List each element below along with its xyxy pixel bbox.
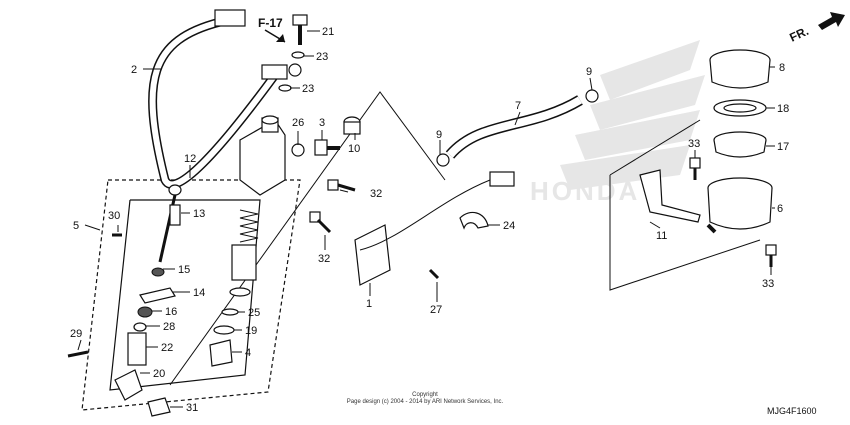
master-cylinder-body	[239, 115, 286, 196]
callout-19: 19	[245, 325, 257, 337]
o-ring-part-26	[291, 143, 305, 157]
joint-part-14	[139, 287, 176, 304]
callout-4: 4	[245, 347, 251, 359]
copyright-line-1: Copyright	[412, 392, 438, 398]
nut-part-15	[151, 267, 165, 277]
callout-12: 12	[184, 153, 196, 165]
callout-27: 27	[430, 304, 442, 316]
callout-29: 29	[70, 328, 82, 340]
front-direction-arrow: FR.	[787, 12, 845, 45]
callout-30: 30	[108, 210, 120, 222]
nut-part-16	[137, 306, 153, 318]
direction-label: FR.	[787, 24, 810, 45]
callout-18: 18	[777, 103, 789, 115]
callout-11: 11	[656, 230, 667, 242]
callout-21: 21	[322, 26, 334, 38]
callout-1: 1	[366, 298, 372, 310]
part-number-labels: 2 21 23 23 26 3 10 12 13 15 14 16 28 22 …	[70, 26, 789, 414]
watermark-text: HONDA	[530, 176, 640, 206]
callout-20: 20	[153, 368, 165, 380]
part-31	[147, 397, 171, 417]
brake-hose-part-2	[148, 9, 302, 189]
sleeve-part-22	[127, 332, 147, 366]
callout-13: 13	[193, 208, 205, 220]
joint-part-20	[114, 369, 143, 401]
washer-part-23b	[278, 84, 292, 92]
callout-32b: 32	[318, 253, 330, 265]
callout-5: 5	[73, 220, 79, 232]
circlip-part-19	[213, 325, 235, 335]
part-28	[133, 322, 147, 332]
callout-26: 26	[292, 117, 304, 129]
callout-17: 17	[777, 141, 789, 153]
reservoir-part-6	[706, 177, 773, 234]
callout-23a: 23	[316, 51, 328, 63]
washer-part-23a	[291, 51, 305, 59]
bolt-part-3	[314, 139, 340, 156]
callout-24: 24	[503, 220, 515, 232]
switch-wire	[359, 179, 491, 251]
honda-wing-watermark: HONDA	[530, 40, 705, 206]
bolt-part-21	[292, 14, 308, 45]
pin-part-29	[67, 350, 89, 358]
push-rod-part-13	[158, 184, 182, 263]
callout-15: 15	[178, 264, 190, 276]
screw-part-27	[428, 268, 440, 280]
bracket-part-11	[639, 169, 701, 223]
boot-part-4	[209, 339, 233, 367]
callout-32a: 32	[370, 188, 382, 200]
connector	[489, 171, 515, 187]
callout-7: 7	[515, 100, 521, 112]
callout-10: 10	[348, 143, 360, 155]
plate-part-18	[713, 99, 767, 117]
callout-14: 14	[193, 287, 205, 299]
ref-arrow	[264, 29, 286, 43]
callout-8: 8	[779, 62, 785, 74]
cap-part-10	[343, 116, 361, 135]
bolt-part-32a	[327, 179, 356, 192]
clip-part-9b	[585, 89, 599, 103]
callout-23b: 23	[302, 83, 314, 95]
callout-28: 28	[163, 321, 175, 333]
washer-part-25	[221, 308, 239, 316]
spring-piston-set	[229, 209, 259, 297]
diaphragm-part-17	[713, 131, 767, 158]
callout-2: 2	[131, 64, 137, 76]
callout-22: 22	[161, 342, 173, 354]
bolt-part-33b	[765, 244, 777, 267]
clamp-part-24	[459, 211, 489, 230]
callout-33b: 33	[762, 278, 774, 290]
assembly-frame	[81, 91, 761, 411]
cap-part-8	[709, 49, 771, 89]
callout-6: 6	[777, 203, 783, 215]
switch-part-1	[354, 224, 391, 286]
callout-16: 16	[165, 306, 177, 318]
ref-label: F-17	[258, 16, 283, 30]
callout-25: 25	[248, 307, 260, 319]
bolt-part-32b	[309, 211, 332, 234]
leader-lines	[77, 30, 775, 408]
callout-9a: 9	[436, 129, 442, 141]
callout-31: 31	[186, 402, 198, 414]
bolt-part-33a	[689, 157, 701, 180]
callout-33a: 33	[688, 138, 700, 150]
clip-part-9a	[436, 153, 450, 167]
callout-3: 3	[319, 117, 325, 129]
copyright-line-2: Page design (c) 2004 - 2014 by ARI Netwo…	[347, 399, 504, 405]
callout-9b: 9	[586, 66, 592, 78]
diagram-code: MJG4F1600	[767, 406, 817, 416]
